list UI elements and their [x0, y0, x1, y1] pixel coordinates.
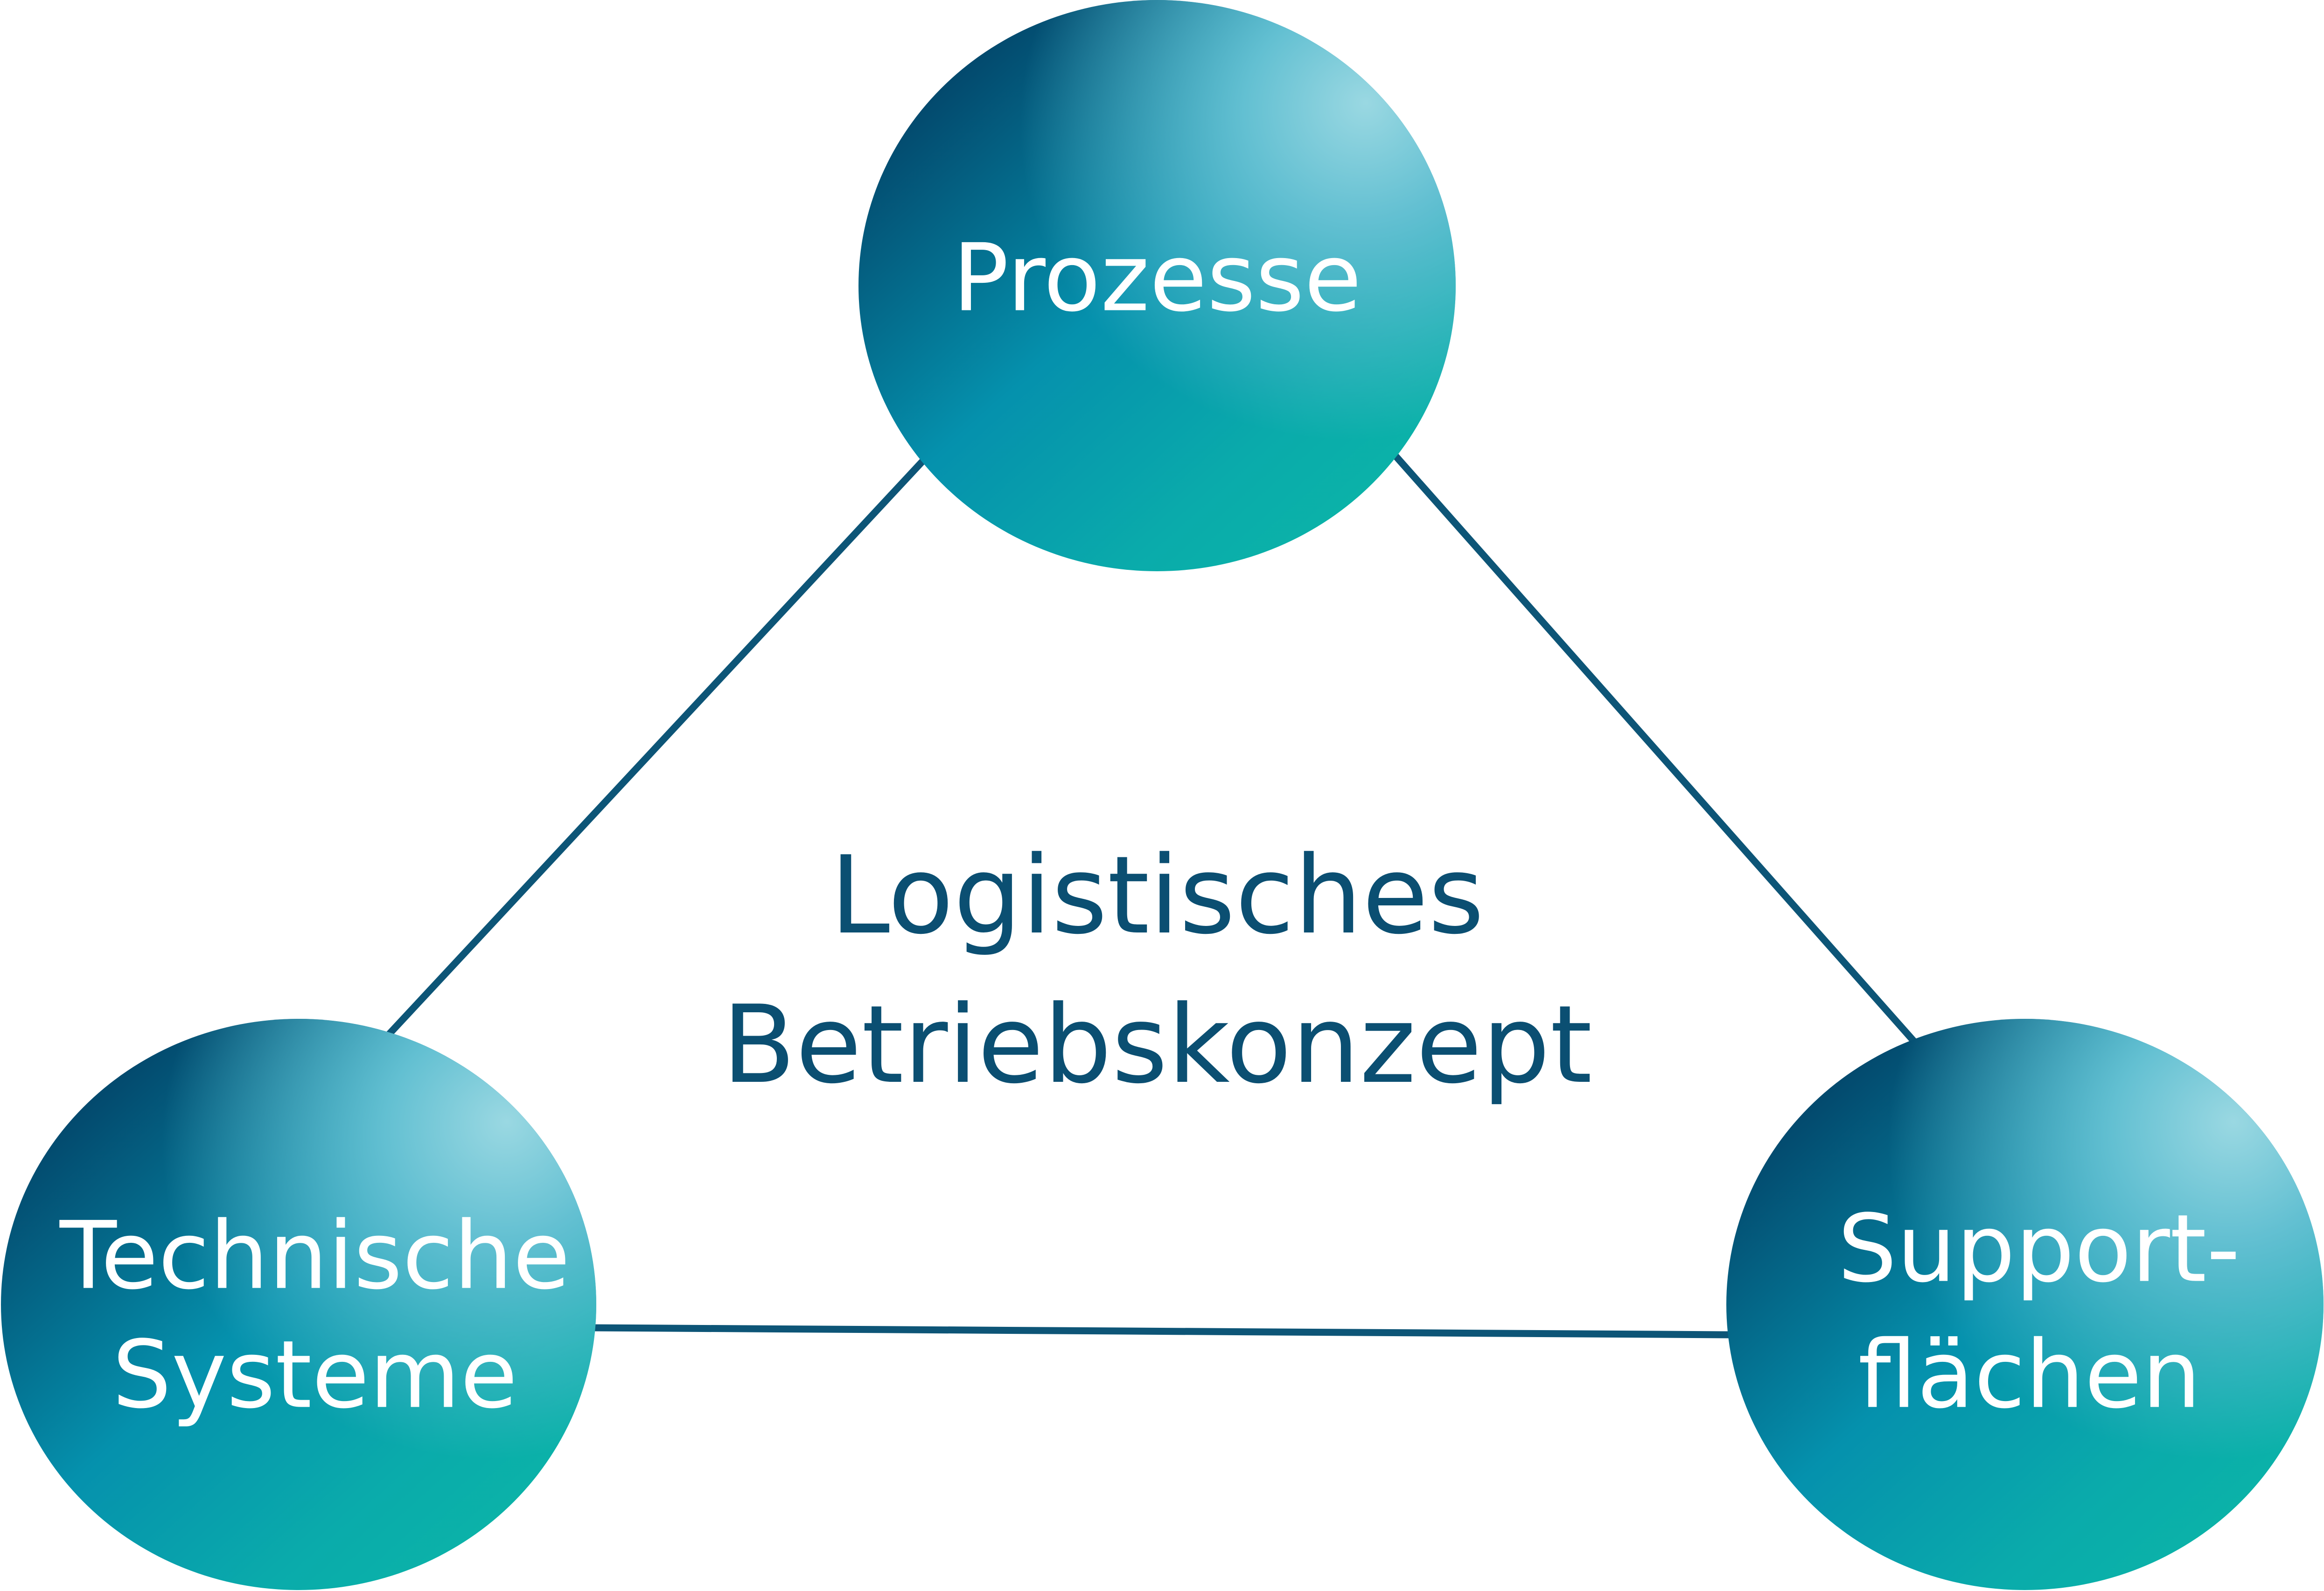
node-label-flaechen: flächen [1858, 1321, 2201, 1430]
node-label-systeme: Systeme [112, 1321, 518, 1430]
edge-top-right [1390, 450, 1920, 1048]
center-concept: Logistisches Betriebskonzept [722, 834, 1592, 1107]
node-label-support: Support- [1838, 1195, 2240, 1304]
center-label-line1: Logistisches [830, 834, 1484, 958]
edge-left-right [592, 1324, 1731, 1339]
node-label-prozesse: Prozesse [953, 224, 1362, 333]
node-technische-systeme: Technische Systeme [1, 1019, 596, 1590]
center-label-line2: Betriebskonzept [722, 983, 1592, 1107]
node-supportflaechen: Support- flächen [1726, 1019, 2324, 1590]
node-prozesse: Prozesse [858, 0, 1456, 571]
node-label-technische: Technische [59, 1202, 570, 1311]
edges [384, 450, 1920, 1339]
edge-top-left [384, 455, 929, 1039]
